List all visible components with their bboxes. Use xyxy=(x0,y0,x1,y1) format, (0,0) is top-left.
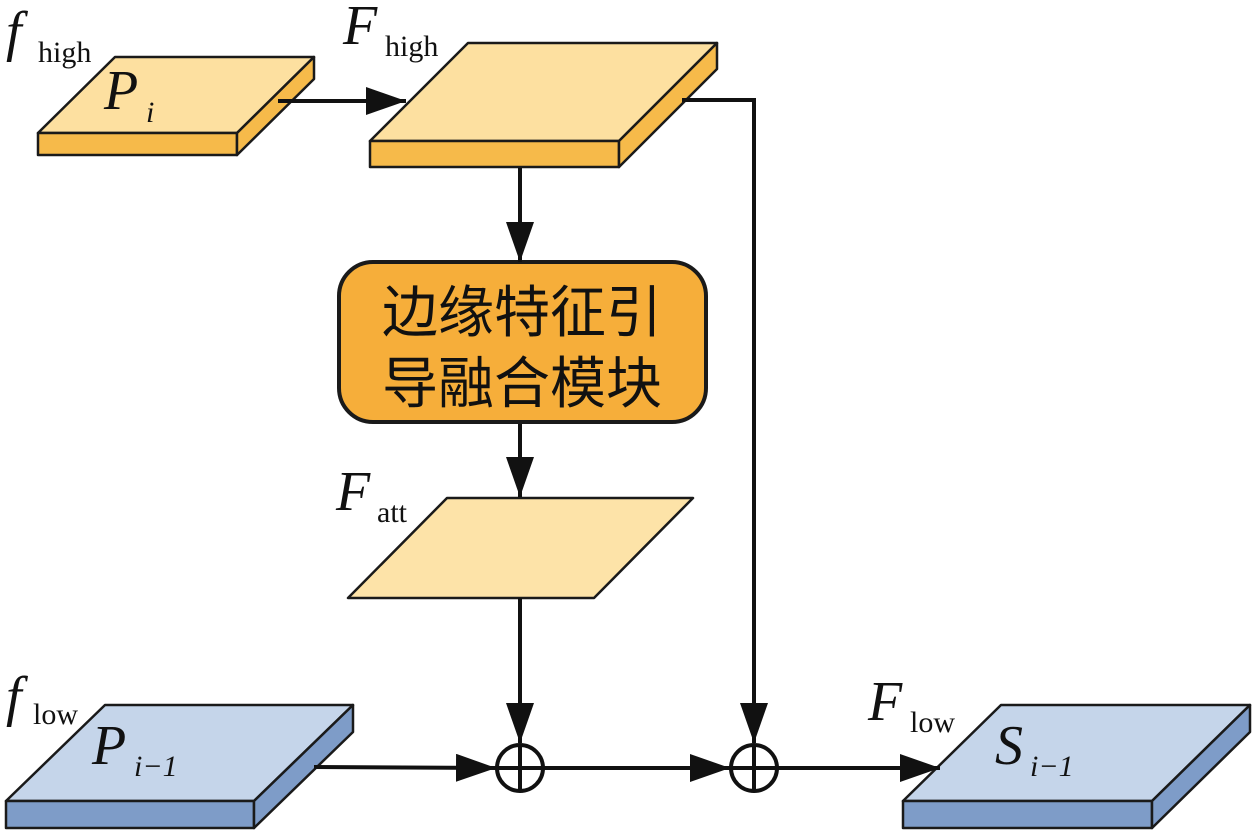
label-p-i-minus-1-subscript: i−1 xyxy=(134,750,178,783)
slab-s-i-minus-1-side xyxy=(1150,703,1252,830)
edge-guided-fusion-module xyxy=(337,260,708,424)
plane-f-att xyxy=(346,496,695,600)
arrow-fhigh-skip-to-add2 xyxy=(682,98,768,743)
label-f-high-subscript: high xyxy=(38,36,91,69)
circle-plus-icon xyxy=(495,743,545,793)
label-f-low-symbol: f xyxy=(6,666,29,728)
slab-p-i-minus-1-front xyxy=(4,799,256,830)
label-p-i-symbol: P xyxy=(103,60,138,122)
circle-plus-icon xyxy=(729,743,779,793)
label-F-low-subscript: low xyxy=(910,706,955,739)
slab-p-i-minus-1 xyxy=(4,703,355,830)
module-label-line2: 导融合模块 xyxy=(382,352,662,417)
slab-s-i-minus-1-front xyxy=(901,799,1154,830)
arrow-pi1-to-add1 xyxy=(313,753,497,782)
label-s-i-minus-1-subscript: i−1 xyxy=(1030,750,1074,783)
label-p-i-subscript: i xyxy=(146,96,154,129)
label-f-low-subscript: low xyxy=(33,698,78,731)
slab-f-high-side xyxy=(617,41,719,169)
slab-p-i-front xyxy=(36,131,239,157)
slab-p-i-side xyxy=(235,55,316,157)
label-F-high-subscript: high xyxy=(385,30,438,63)
label-F-att-symbol: F xyxy=(335,461,371,523)
module-label-line1: 边缘特征引 xyxy=(382,281,662,346)
label-F-att-subscript: att xyxy=(377,496,408,529)
label-F-high-symbol: F xyxy=(342,0,378,57)
slab-f-high xyxy=(368,41,719,169)
label-f-high-symbol: f xyxy=(6,1,29,63)
slab-f-high-front xyxy=(368,139,621,169)
label-p-i-minus-1-symbol: P xyxy=(91,715,126,777)
slab-p-i xyxy=(36,55,316,157)
label-s-i-minus-1-symbol: S xyxy=(995,715,1023,777)
label-F-low-symbol: F xyxy=(867,671,903,733)
slab-s-i-minus-1-top xyxy=(901,703,1252,803)
slab-p-i-minus-1-side xyxy=(252,703,355,830)
slab-s-i-minus-1 xyxy=(901,703,1252,830)
